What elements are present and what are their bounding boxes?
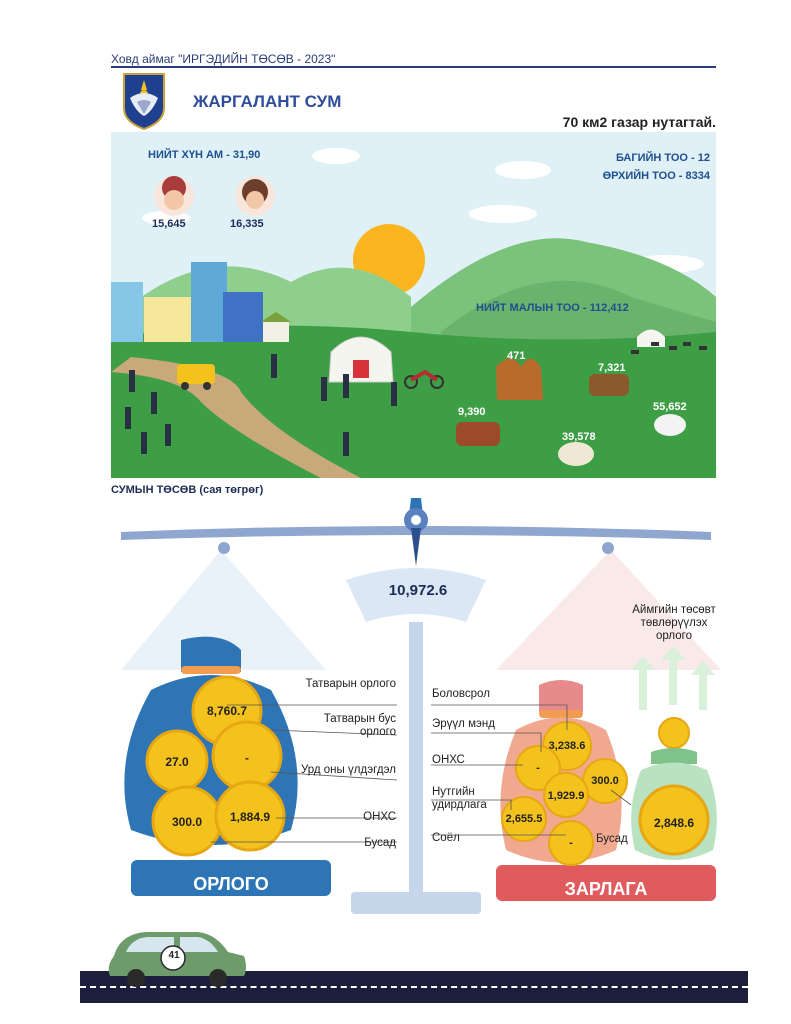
income-value-prior-year: 27.0 <box>165 755 189 769</box>
female-population: 16,335 <box>230 218 264 230</box>
male-population: 15,645 <box>152 218 186 230</box>
transfer-label: Аймгийн төсөвт төвлөрүүлэх орлого <box>632 604 716 642</box>
income-label-tax: Татварын орлого <box>305 678 396 690</box>
expense-label-culture: Соёл <box>432 832 460 844</box>
budget-total: 10,972.6 <box>388 582 448 599</box>
expense-value-onhs: 1,929.9 <box>547 790 585 802</box>
income-value-tax: 8,760.7 <box>206 704 248 718</box>
income-label-prior-year: Урд оны үлдэгдэл <box>300 764 396 776</box>
expense-value-education: 3,238.6 <box>548 740 586 752</box>
expense-label-onhs: ОНХС <box>432 754 465 766</box>
area-info: 70 км2 газар нутагтай. <box>562 114 716 130</box>
expense-label-other: Бусад <box>596 833 628 845</box>
expense-value-culture: - <box>569 837 573 849</box>
car-icon <box>108 932 247 987</box>
cattle-count: 9,390 <box>458 406 486 418</box>
income-label-nontax: Татварын бус орлого <box>323 713 396 738</box>
budget-section-title: СУМЫН ТӨСӨВ (сая төгрөг) <box>111 484 264 496</box>
expense-value-other: 300.0 <box>591 775 619 787</box>
header-divider <box>111 66 716 68</box>
bag-count: БАГИЙН ТОО - 12 <box>615 152 710 164</box>
expense-label-education: Боловсрол <box>432 688 490 700</box>
expense-label-health: Эрүүл мэнд <box>432 718 495 730</box>
district-name: ЖАРГАЛАНТ СУМ <box>193 92 342 111</box>
district-landscape-illustration <box>111 132 716 478</box>
population-total: НИЙТ ХҮН АМ - 31,90 <box>148 149 261 161</box>
sheep-count: 39,578 <box>562 431 596 443</box>
horse-count: 7,321 <box>598 362 626 374</box>
income-label-onhs: ОНХС <box>363 811 396 823</box>
budget-balance-scale-illustration <box>121 498 721 914</box>
document-header-title: Ховд аймаг "ИРГЭДИЙН ТӨСӨВ - 2023" <box>111 52 336 66</box>
income-value-nontax: - <box>245 751 249 765</box>
income-label-other: Бусад <box>364 837 396 849</box>
income-value-onhs: 1,884.9 <box>229 810 271 824</box>
income-value-other: 300.0 <box>171 815 203 829</box>
expense-label-local-admin: Нутгийн удирдлага <box>432 786 487 811</box>
road-dashes <box>80 986 748 988</box>
household-count: ӨРХИЙН ТОО - 8334 <box>602 170 710 182</box>
transfer-value: 2,848.6 <box>653 816 695 830</box>
expense-value-health: - <box>536 762 540 774</box>
goat-count: 55,652 <box>653 401 687 413</box>
district-emblem-icon <box>123 73 165 130</box>
livestock-total: НИЙТ МАЛЫН ТОО - 112,412 <box>476 302 629 314</box>
income-banner: ОРЛОГО <box>193 874 269 894</box>
page-number: 41 <box>168 950 180 961</box>
expense-banner: ЗАРЛАГА <box>564 879 648 899</box>
expense-value-local-admin: 2,655.5 <box>505 813 543 825</box>
camel-count: 471 <box>507 350 526 362</box>
